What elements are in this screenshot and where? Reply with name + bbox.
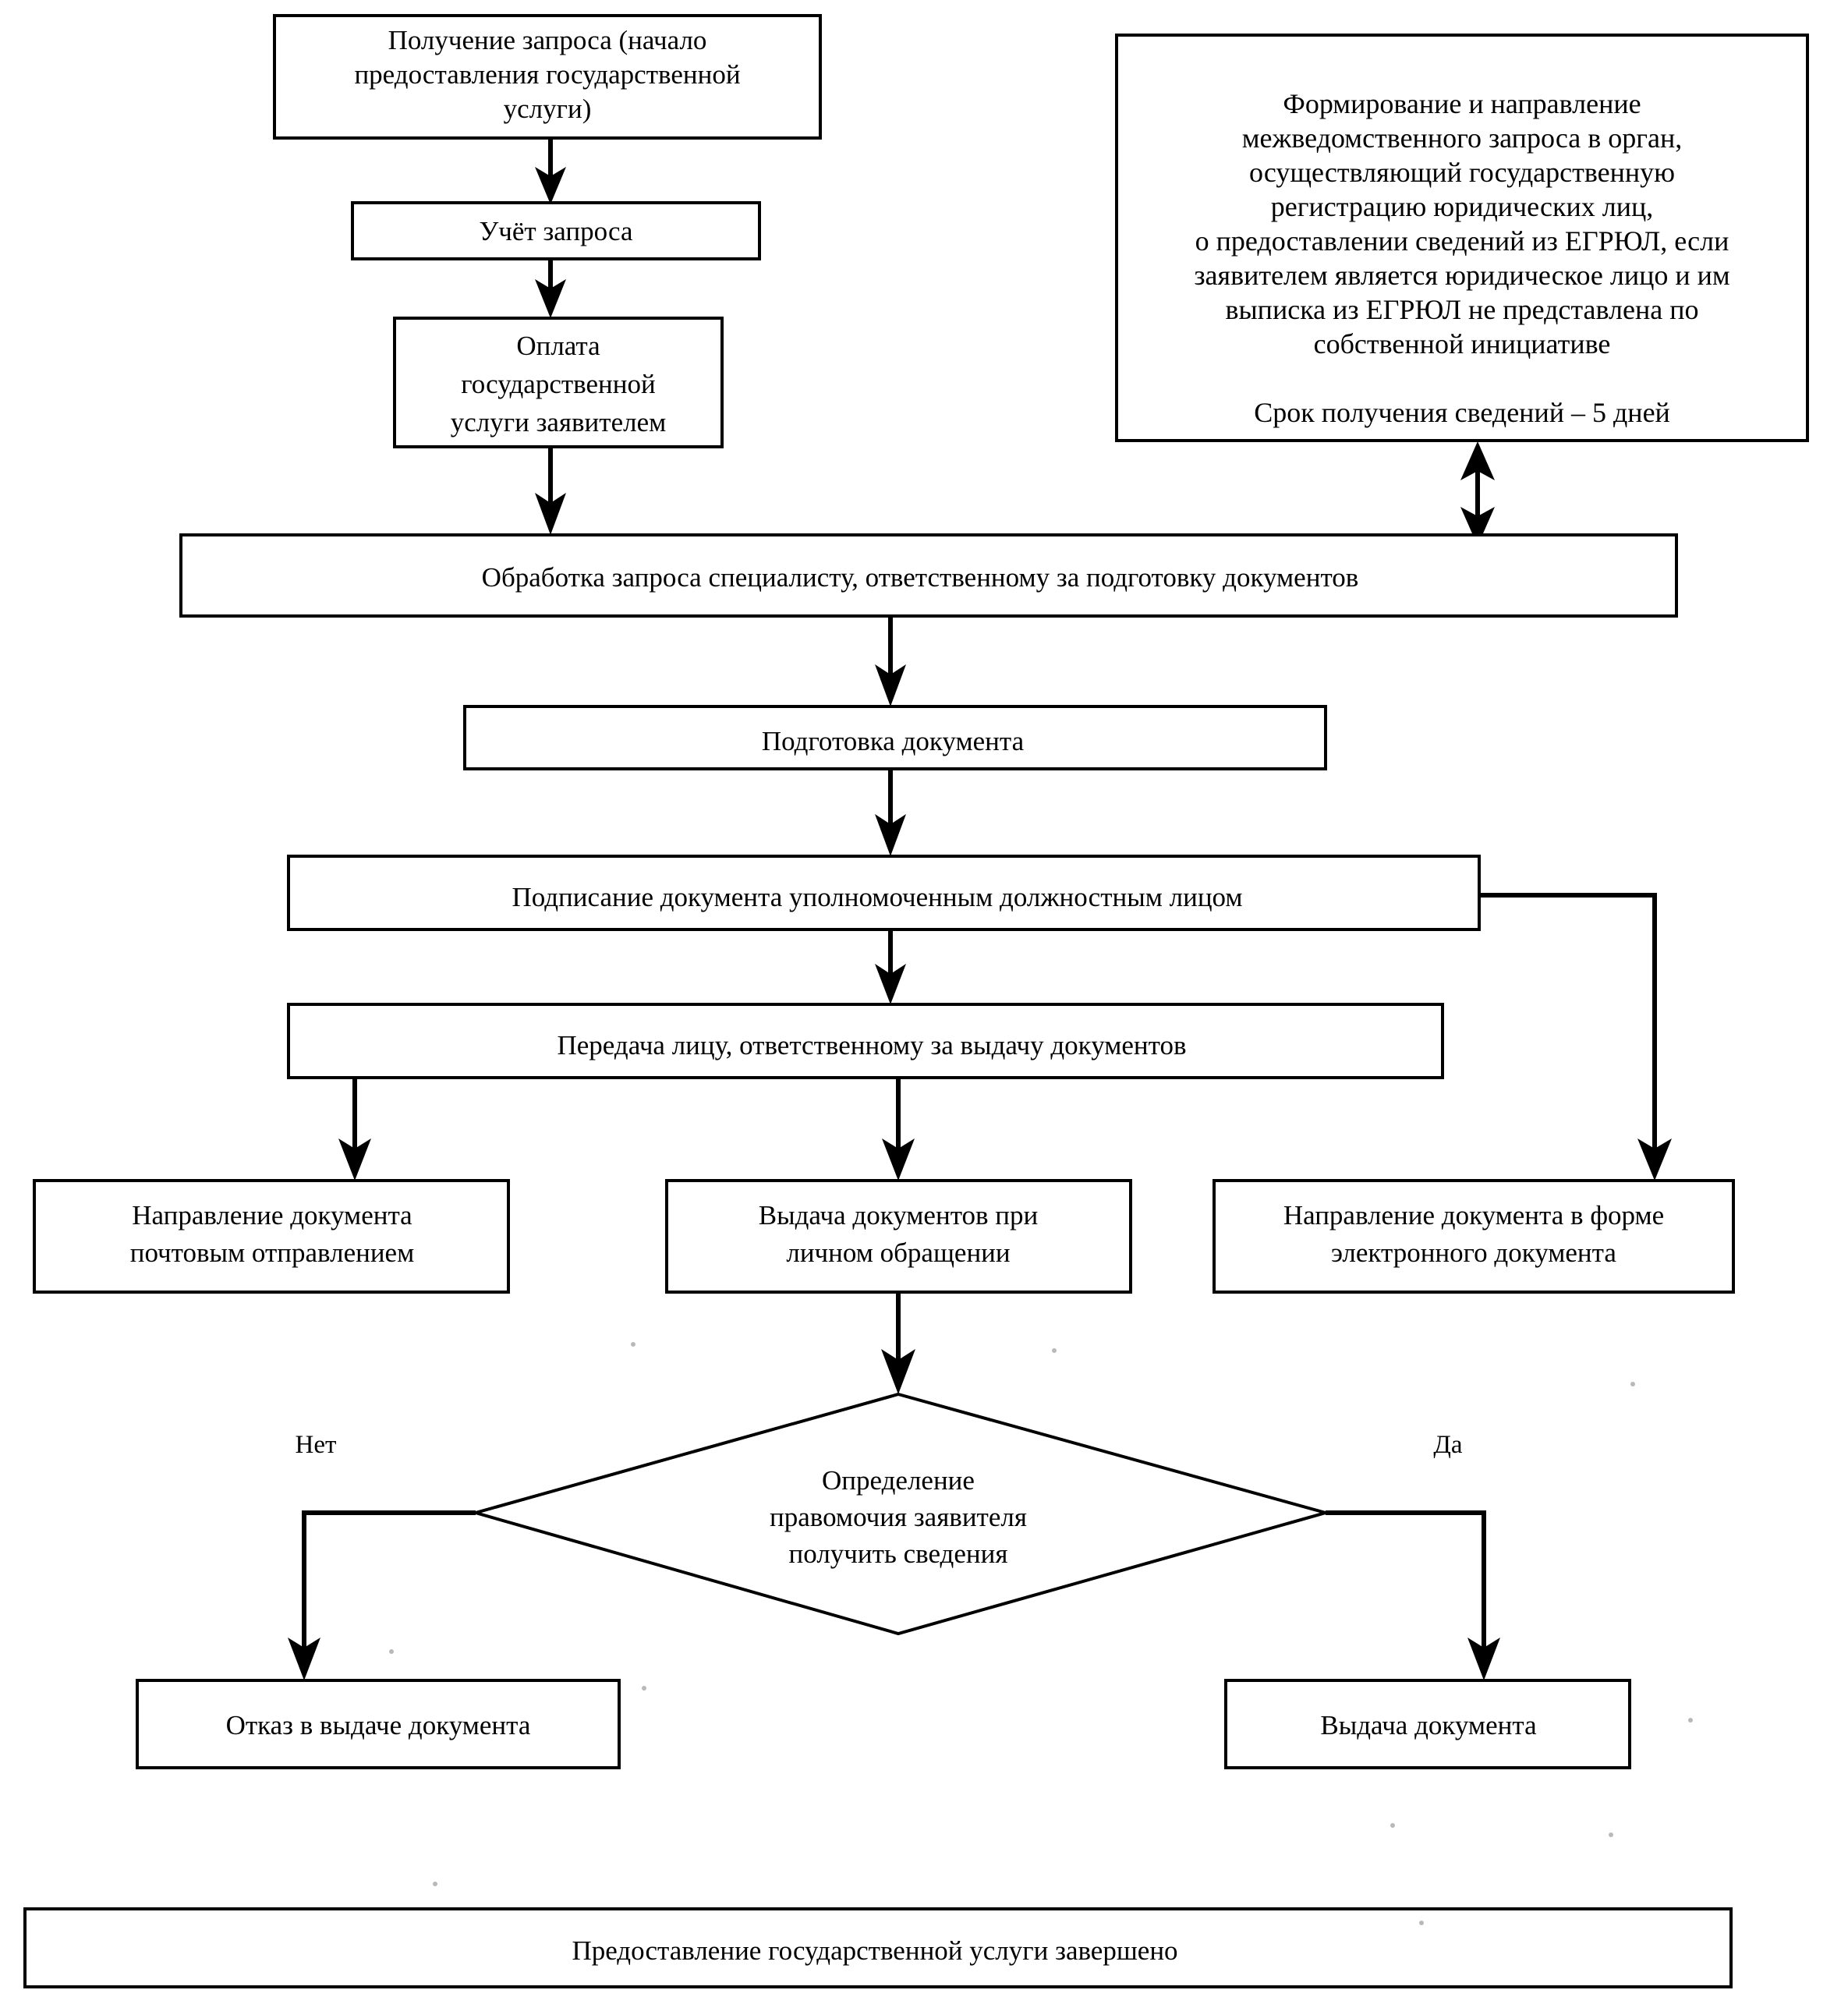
node-issue-label: Выдача документа: [1320, 1710, 1537, 1740]
svg-text:предоставления государственной: предоставления государственной: [354, 59, 740, 90]
svg-text:Подготовка документа: Подготовка документа: [762, 726, 1025, 756]
svg-text:личном обращении: личном обращении: [786, 1238, 1010, 1268]
svg-text:осуществляющий государственную: осуществляющий государственную: [1249, 157, 1675, 188]
scan-speckles: [389, 1342, 1693, 1925]
edge-interagency-to-processing-bidirectional: [1460, 441, 1495, 546]
edge-sign-to-handover: [875, 929, 906, 1004]
svg-text:электронного документа: электронного документа: [1331, 1238, 1616, 1268]
node-in-person-shape: [665, 1179, 1132, 1294]
svg-text:собственной инициативе: собственной инициативе: [1314, 328, 1611, 359]
svg-text:Обработка запроса специалисту,: Обработка запроса специалисту, ответстве…: [482, 562, 1359, 593]
svg-text:Подписание документа уполномоч: Подписание документа уполномоченным долж…: [512, 882, 1242, 912]
svg-text:Предоставление государственной: Предоставление государственной услуги за…: [572, 1935, 1177, 1966]
svg-text:заявителем является юридическо: заявителем является юридическое лицо и и…: [1194, 260, 1729, 291]
edge-sign-to-electronic: [1479, 893, 1672, 1181]
node-processing-shape: [179, 533, 1678, 618]
edge-in-person-to-decision: [881, 1292, 915, 1394]
node-payment-label: Оплата государственной услуги заявителем: [451, 331, 667, 437]
node-start-shape: [273, 14, 822, 140]
svg-text:Определение: Определение: [822, 1465, 975, 1496]
svg-text:выписка из ЕГРЮЛ не представле: выписка из ЕГРЮЛ не представлена по: [1226, 294, 1699, 325]
svg-text:Направление документа в форме: Направление документа в форме: [1283, 1200, 1664, 1230]
svg-text:Выдача документа: Выдача документа: [1320, 1710, 1537, 1740]
node-start-label: Получение запроса (начало предоставления…: [354, 25, 740, 124]
node-by-post-shape: [33, 1179, 510, 1294]
svg-text:получить сведения: получить сведения: [789, 1538, 1008, 1569]
svg-text:правомочия заявителя: правомочия заявителя: [770, 1502, 1027, 1532]
node-by-post-label: Направление документа почтовым отправлен…: [130, 1200, 415, 1268]
svg-text:Передача лицу, ответственному: Передача лицу, ответственному за выдачу …: [558, 1030, 1187, 1060]
svg-text:Оплата: Оплата: [516, 331, 600, 361]
node-in-person-label: Выдача документов при личном обращении: [759, 1200, 1039, 1268]
edge-payment-to-processing: [535, 447, 566, 535]
edge-handover-to-in-person: [882, 1078, 915, 1181]
node-payment-shape: [393, 317, 724, 448]
node-processing-label: Обработка запроса специалисту, ответстве…: [482, 562, 1359, 593]
node-finish-shape: [23, 1907, 1733, 1988]
edge-decision-to-refuse: [288, 1510, 476, 1680]
node-decision-label: Определение правомочия заявителя получит…: [770, 1465, 1027, 1569]
node-issue-shape: [1224, 1679, 1631, 1769]
node-handover-label: Передача лицу, ответственному за выдачу …: [558, 1030, 1187, 1060]
svg-text:услуги заявителем: услуги заявителем: [451, 407, 667, 437]
node-refuse-label: Отказ в выдаче документа: [226, 1710, 531, 1740]
node-register-label: Учёт запроса: [480, 216, 633, 246]
edge-start-to-register: [535, 138, 566, 204]
svg-text:Выдача документов при: Выдача документов при: [759, 1200, 1039, 1230]
node-sign-label: Подписание документа уполномоченным долж…: [512, 882, 1242, 912]
node-prepare-shape: [463, 705, 1327, 770]
svg-text:почтовым отправлением: почтовым отправлением: [130, 1238, 415, 1268]
node-electronic-shape: [1213, 1179, 1735, 1294]
node-handover-shape: [287, 1003, 1444, 1079]
svg-text:регистрацию юридических лиц,: регистрацию юридических лиц,: [1271, 191, 1654, 222]
svg-text:Учёт запроса: Учёт запроса: [480, 216, 633, 246]
svg-text:Получение запроса (начало: Получение запроса (начало: [388, 25, 707, 55]
node-interagency-label: Формирование и направление межведомствен…: [1194, 88, 1729, 428]
node-interagency-shape: [1115, 34, 1809, 442]
edge-decision-to-issue: [1326, 1510, 1500, 1680]
svg-text:Отказ в выдаче документа: Отказ в выдаче документа: [226, 1710, 531, 1740]
node-prepare-label: Подготовка документа: [762, 726, 1025, 756]
svg-text:государственной: государственной: [461, 369, 655, 399]
node-electronic-label: Направление документа в форме электронно…: [1283, 1200, 1664, 1268]
branch-label-no: Нет: [296, 1431, 337, 1459]
branch-label-yes: Да: [1433, 1431, 1463, 1459]
svg-text:о предоставлении сведений из Е: о предоставлении сведений из ЕГРЮЛ, если: [1195, 225, 1729, 257]
node-decision-shape: [469, 1392, 1332, 1636]
svg-text:Формирование и направление: Формирование и направление: [1283, 88, 1641, 119]
edge-prepare-to-sign: [875, 769, 906, 856]
node-register-shape: [351, 201, 761, 260]
node-finish-label: Предоставление государственной услуги за…: [572, 1935, 1177, 1966]
node-interagency-note: Срок получения сведений – 5 дней: [1254, 397, 1670, 428]
svg-text:услуги): услуги): [504, 94, 592, 124]
edge-register-to-payment: [535, 259, 566, 318]
node-refuse-shape: [136, 1679, 621, 1769]
node-sign-shape: [287, 855, 1481, 931]
svg-text:межведомственного запроса в ор: межведомственного запроса в орган,: [1242, 122, 1683, 154]
edge-processing-to-prepare: [875, 616, 906, 706]
svg-text:Направление документа: Направление документа: [132, 1200, 412, 1230]
